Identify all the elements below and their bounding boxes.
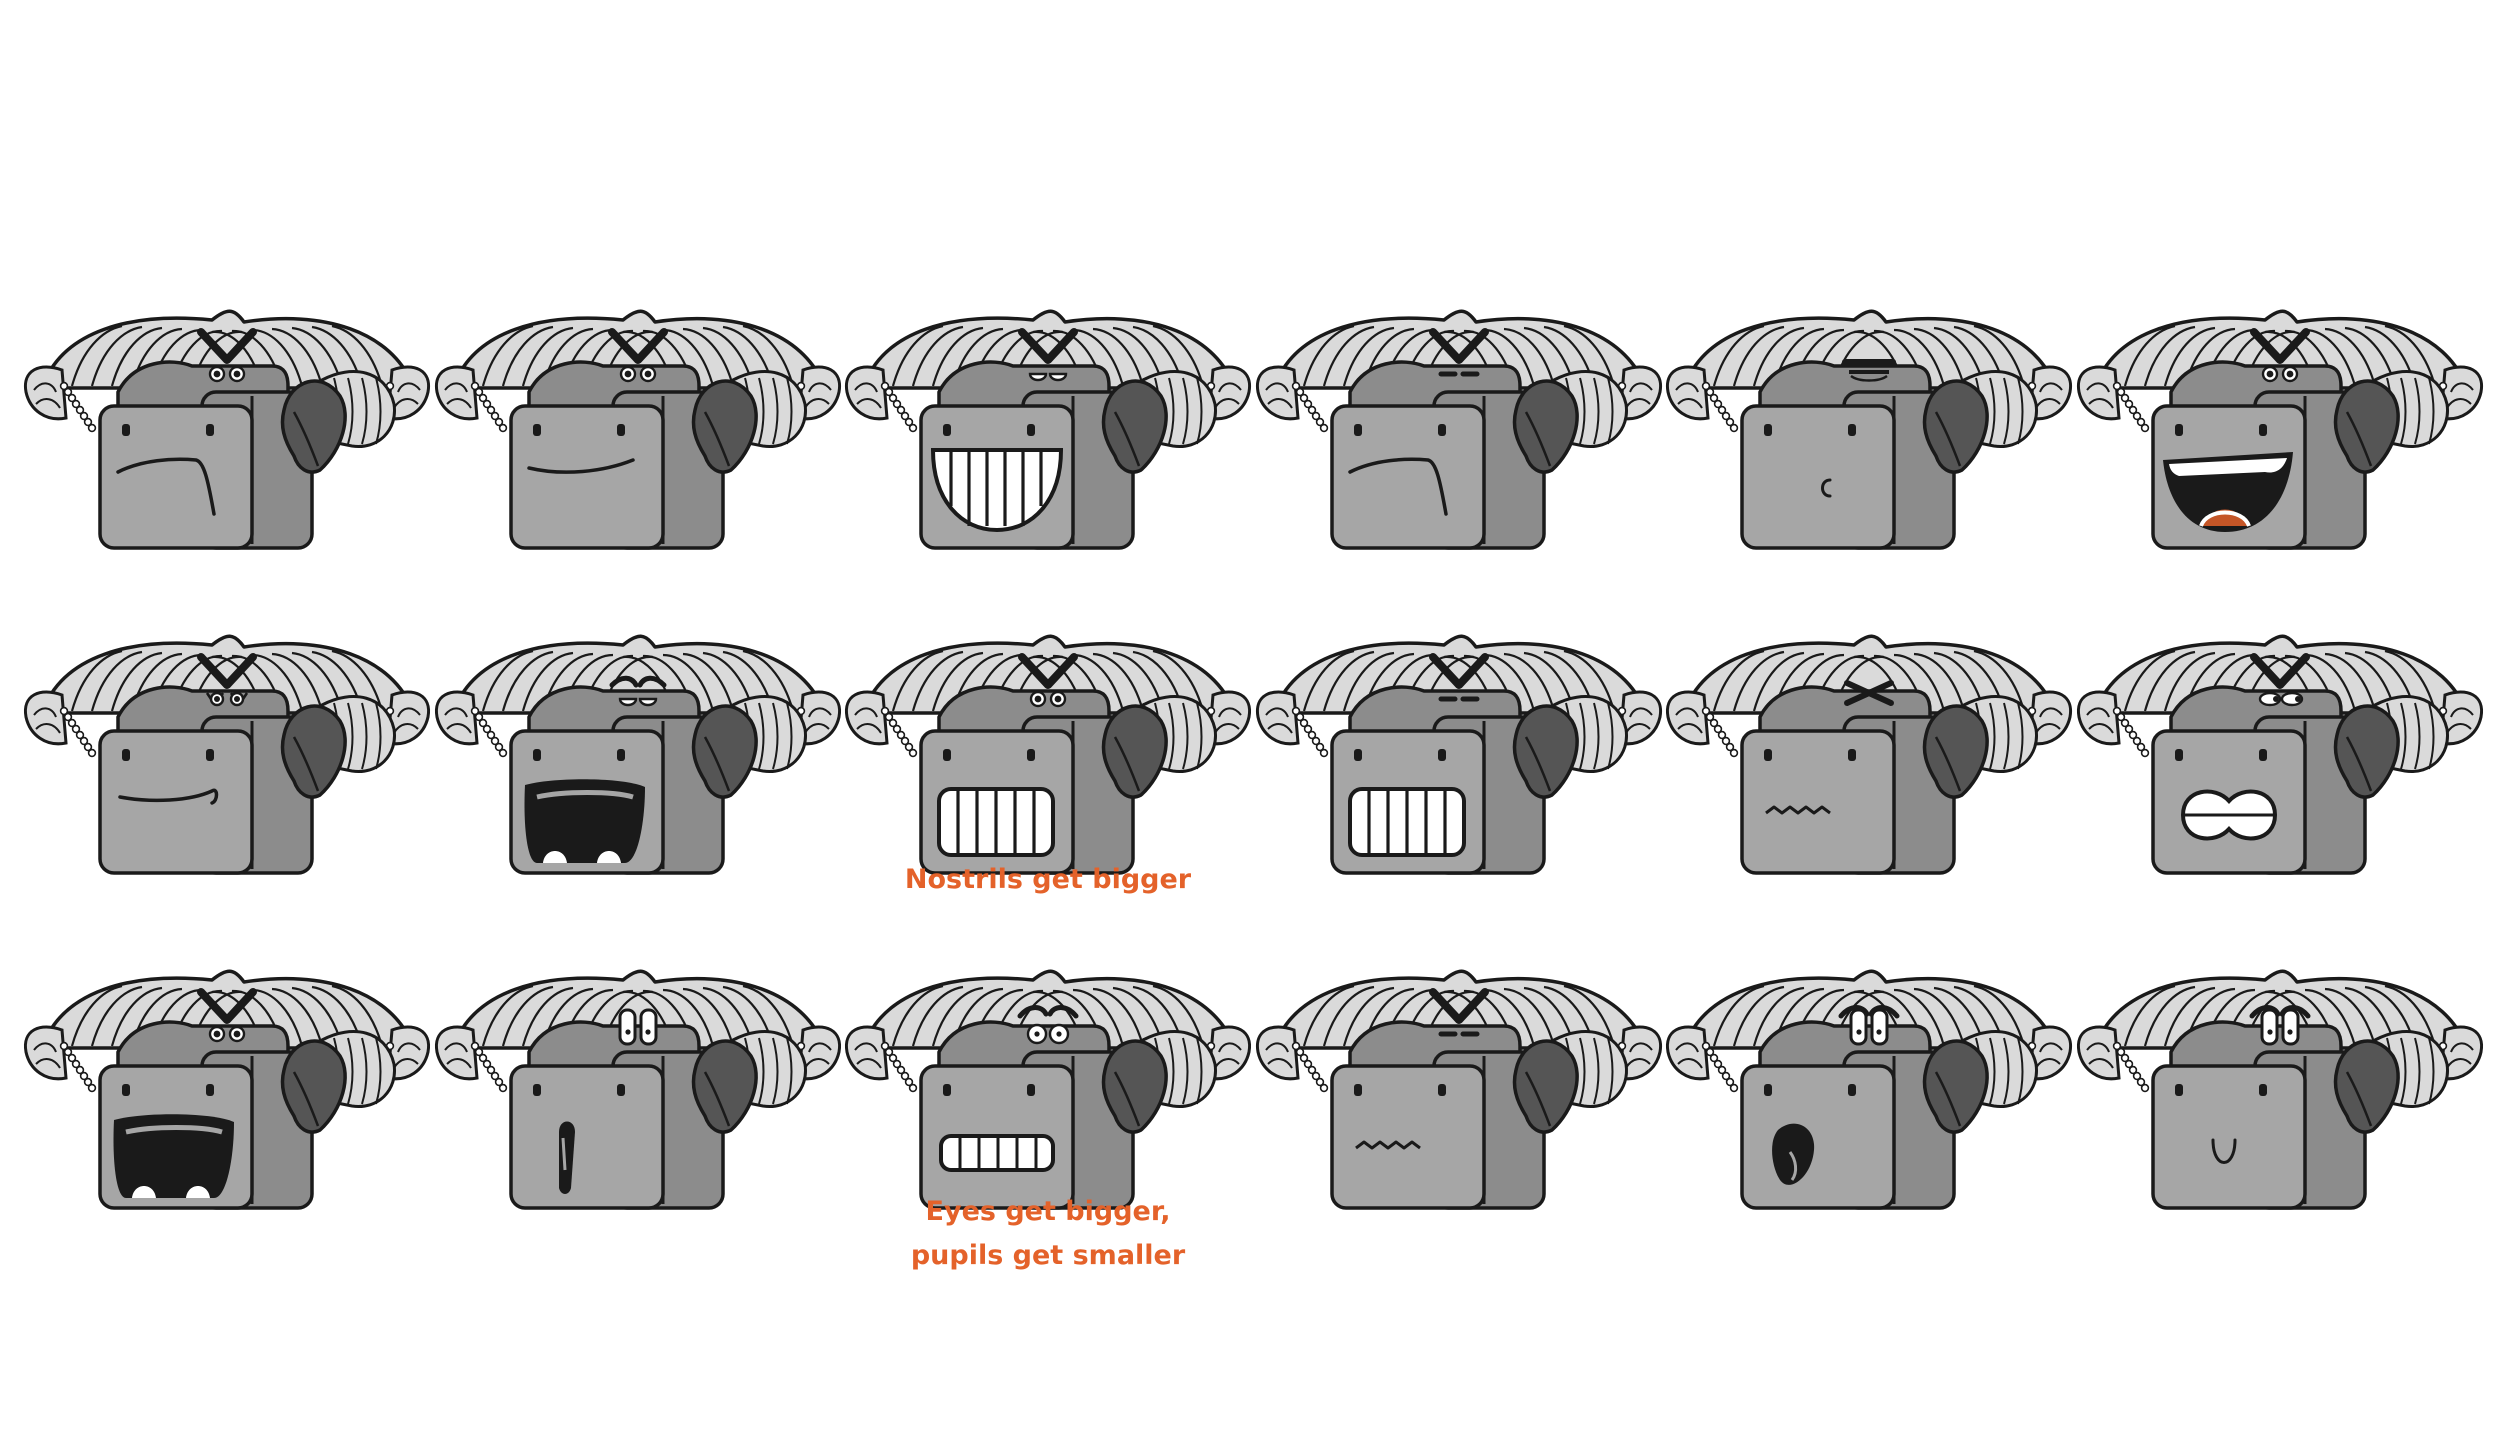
eyebrows [2250, 653, 2310, 689]
ram-head-drawing [2076, 634, 2484, 875]
mouth [1772, 1123, 1815, 1185]
expression-r3-c4-wavy [1254, 960, 1664, 1220]
expression-r3-c3-teeth-bar [843, 960, 1253, 1220]
mouth [2211, 1138, 2237, 1164]
expression-r3-c2-gasp [433, 960, 843, 1220]
expression-r1-c3-grin-teeth [843, 300, 1253, 560]
eyebrows [1018, 653, 1078, 689]
ram-head-drawing [1665, 309, 2073, 550]
mouth [937, 787, 1055, 857]
mouth [1765, 805, 1831, 815]
ram-head-drawing [1665, 634, 2073, 875]
eyes [2260, 1008, 2300, 1046]
expression-r1-c5-small-c [1664, 300, 2074, 560]
eyes [208, 1025, 246, 1043]
eyes [1028, 372, 1068, 382]
eyes [1029, 690, 1067, 708]
ram-head-drawing [434, 969, 842, 1210]
eyebrows [197, 328, 257, 364]
mouth [2163, 452, 2293, 532]
ram-head-drawing [434, 309, 842, 550]
eyebrows [197, 653, 257, 689]
ram-head-drawing [1255, 309, 1663, 550]
eyebrows [1018, 328, 1078, 364]
eyebrows [1844, 680, 1894, 706]
ram-head-drawing [1255, 969, 1663, 1210]
mouth [559, 1121, 575, 1194]
mouth [1821, 478, 1832, 498]
eyes [208, 365, 246, 383]
mouth [1348, 457, 1448, 516]
mouth [118, 788, 219, 805]
mouth [1355, 1140, 1421, 1150]
eyebrows [197, 988, 257, 1024]
eyes [1849, 1008, 1889, 1046]
ram-head-drawing [2076, 969, 2484, 1210]
annotation-row-3: Eyes get bigger, pupils get smaller [910, 1196, 1186, 1271]
expression-r2-c2-shout-open [433, 625, 843, 885]
expression-r1-c1-frown-line [22, 300, 432, 560]
expression-r1-c6-laugh-open [2075, 300, 2485, 560]
ram-head-drawing [2076, 309, 2484, 550]
expression-r3-c1-shout-open [22, 960, 432, 1220]
expression-r3-c5-gasp-side [1664, 960, 2074, 1220]
mouth [113, 1114, 234, 1198]
expression-r2-c3-grimace-teeth [843, 625, 1253, 885]
mouth [527, 458, 635, 474]
expression-r2-c1-smirk [22, 625, 432, 885]
eyebrows [1429, 328, 1489, 364]
eyebrows [2250, 328, 2310, 364]
ram-head-drawing [844, 969, 1252, 1210]
eyes [1849, 370, 1889, 382]
annotation-row-2: Nostrils get bigger [904, 864, 1192, 895]
eyebrows [609, 675, 667, 688]
ram-head-drawing [1665, 969, 2073, 1210]
eyebrows [1429, 988, 1489, 1024]
mouth [2180, 789, 2278, 841]
ram-head-drawing [23, 634, 431, 875]
mouth [939, 1134, 1055, 1172]
ram-head-drawing [1255, 634, 1663, 875]
expression-r2-c4-grimace-teeth [1254, 625, 1664, 885]
eyes [1026, 1023, 1070, 1045]
mouth [1348, 787, 1466, 857]
eyes [2261, 365, 2299, 383]
ram-head-drawing [844, 634, 1252, 875]
eyes [618, 1008, 658, 1046]
expression-r3-c6-u-shape [2075, 960, 2485, 1220]
expression-r2-c6-clench-round [2075, 625, 2485, 885]
ram-head-drawing [434, 634, 842, 875]
ram-head-drawing [844, 309, 1252, 550]
eyes [619, 365, 657, 383]
eyebrows [1429, 653, 1489, 689]
eyes [2258, 691, 2304, 707]
eyes [205, 690, 249, 707]
expression-r1-c2-smile-line [433, 300, 843, 560]
mouth [524, 779, 645, 863]
ram-head-drawing [23, 969, 431, 1210]
mouth [116, 457, 216, 516]
eyebrows [608, 328, 668, 364]
expression-r1-c4-frown-line [1254, 300, 1664, 560]
eyes [618, 697, 658, 707]
ram-head-drawing [23, 309, 431, 550]
mouth [930, 448, 1064, 533]
expression-r2-c5-wavy [1664, 625, 2074, 885]
eyebrows [1017, 1005, 1079, 1019]
